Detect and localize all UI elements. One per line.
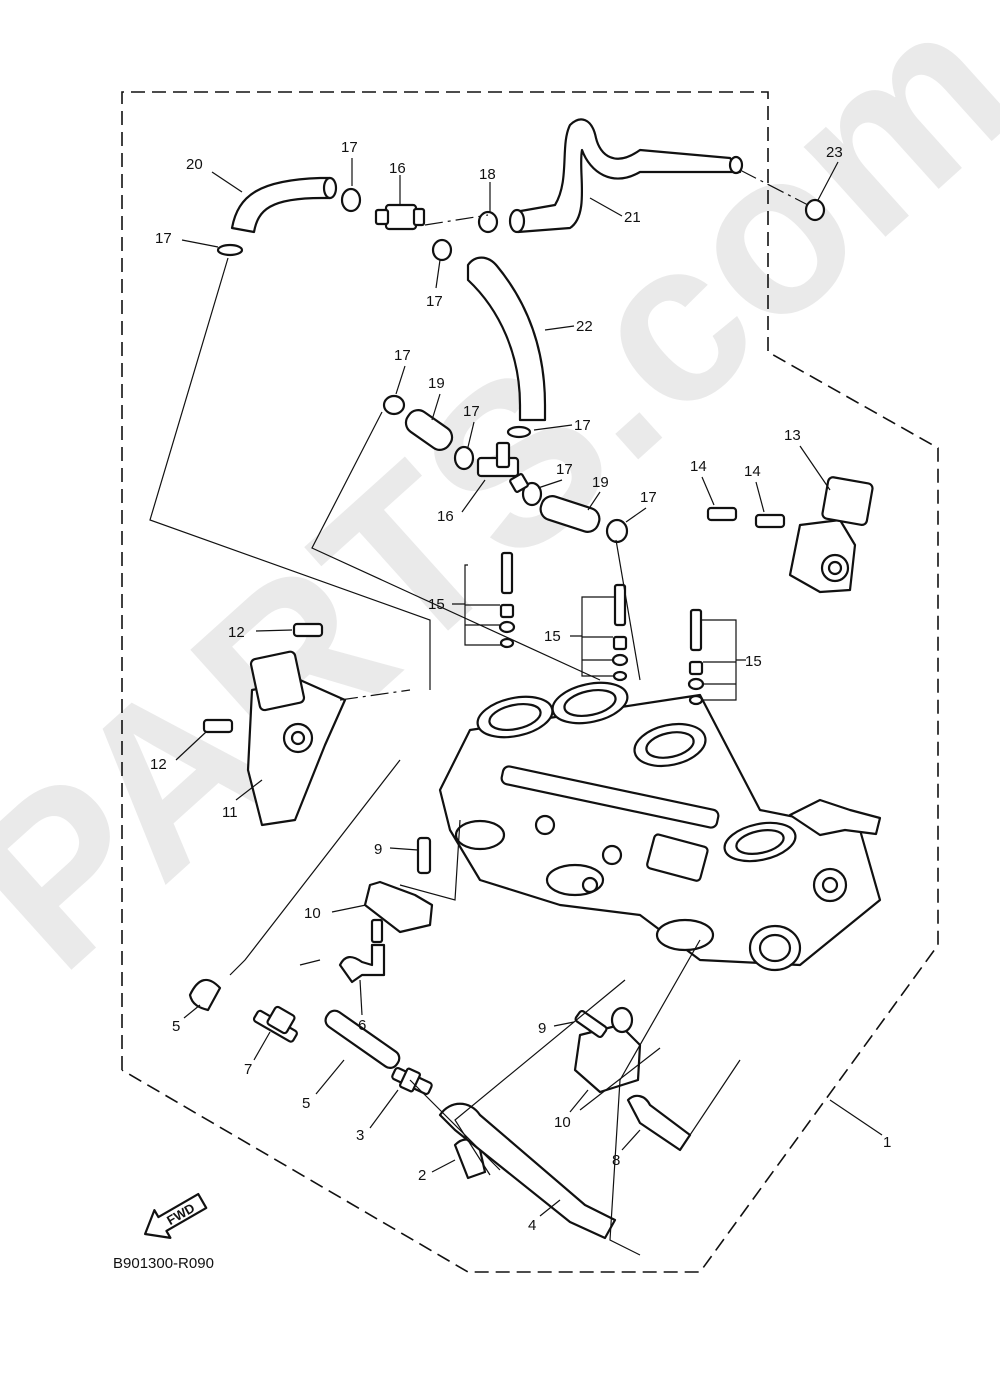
connection-lines xyxy=(149,169,809,1256)
callout-10a: 10 xyxy=(304,905,321,922)
callout-13: 13 xyxy=(784,427,801,444)
callout-17a: 17 xyxy=(341,139,358,156)
callout-3: 3 xyxy=(356,1127,364,1144)
callout-17d: 17 xyxy=(394,347,411,364)
callout-19b: 19 xyxy=(592,474,609,491)
screw-12-top xyxy=(292,622,324,638)
callouts: 20 17 16 18 17 17 21 23 22 17 19 17 17 1… xyxy=(150,139,891,1234)
hose-20 xyxy=(230,176,332,234)
hose-5-lower xyxy=(324,1009,401,1069)
callout-15b: 15 xyxy=(544,628,561,645)
callout-5b: 5 xyxy=(302,1095,310,1112)
hose-6 xyxy=(338,943,386,984)
hose-4 xyxy=(438,1102,617,1240)
callout-16a: 16 xyxy=(389,160,406,177)
part-16-top xyxy=(374,203,426,231)
callout-20: 20 xyxy=(186,156,203,173)
sensor-13 xyxy=(788,476,874,594)
callout-10b: 10 xyxy=(554,1114,571,1131)
clamps-17 xyxy=(216,187,826,544)
kit-15-middle xyxy=(611,583,629,682)
callout-12a: 12 xyxy=(228,624,245,641)
throttle-body-assembly xyxy=(438,681,882,972)
callout-14a: 14 xyxy=(690,458,707,475)
callout-6: 6 xyxy=(358,1017,366,1034)
callout-17c: 17 xyxy=(426,293,443,310)
diagram-code: B901300-R090 xyxy=(113,1255,214,1272)
kit-15-left xyxy=(498,551,516,649)
callout-11: 11 xyxy=(222,804,238,821)
part-16-tee xyxy=(476,441,529,493)
callout-17e: 17 xyxy=(463,403,480,420)
callout-23: 23 xyxy=(826,144,843,161)
sensor-10-upper xyxy=(363,880,434,944)
kit-15-right xyxy=(687,608,705,706)
part-7 xyxy=(252,1005,298,1043)
callout-14b: 14 xyxy=(744,463,761,480)
callout-17f: 17 xyxy=(574,417,591,434)
screw-12-bottom xyxy=(202,718,234,734)
screw-9-lower xyxy=(574,1009,608,1039)
hose-8 xyxy=(626,1094,692,1152)
callout-17h: 17 xyxy=(640,489,657,506)
callout-4: 4 xyxy=(528,1217,536,1234)
callout-7: 7 xyxy=(244,1061,252,1078)
hose-22 xyxy=(466,256,547,422)
callout-19a: 19 xyxy=(428,375,445,392)
sensor-10-lower xyxy=(573,1006,642,1094)
callout-2: 2 xyxy=(418,1167,426,1184)
callout-9b: 9 xyxy=(538,1020,546,1037)
screw-9-upper xyxy=(416,836,432,875)
callout-8: 8 xyxy=(612,1152,620,1169)
screws-14 xyxy=(706,506,786,529)
cap-5-left xyxy=(188,978,222,1012)
callout-9a: 9 xyxy=(374,841,382,858)
callout-5a: 5 xyxy=(172,1018,180,1035)
callout-21: 21 xyxy=(624,209,641,226)
callout-18: 18 xyxy=(479,166,496,183)
assembly-boundary xyxy=(121,91,939,1273)
fwd-arrow: FWD xyxy=(143,1192,208,1239)
hose-21 xyxy=(513,118,742,234)
callout-15a: 15 xyxy=(428,596,445,613)
callout-16b: 16 xyxy=(437,508,454,525)
hose-19-left xyxy=(404,409,454,451)
callout-12b: 12 xyxy=(150,756,167,773)
hose-19-right xyxy=(539,495,601,533)
callout-1: 1 xyxy=(883,1134,891,1151)
callout-17g: 17 xyxy=(556,461,573,478)
sensor-11 xyxy=(246,650,347,827)
callout-22: 22 xyxy=(576,318,593,335)
callout-17b: 17 xyxy=(155,230,172,247)
callout-15c: 15 xyxy=(745,653,762,670)
